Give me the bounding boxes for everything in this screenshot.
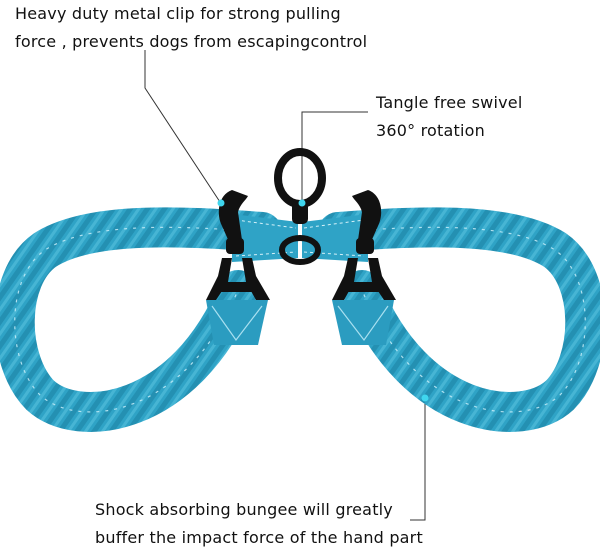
bungee-annotation-line-2: buffer the impact force of the hand part: [95, 528, 423, 547]
annotation-markers: [217, 199, 429, 402]
lower-webbing-tabs: [206, 300, 394, 345]
right-lower-clip-icon: [332, 258, 396, 300]
bungee-marker: [421, 394, 429, 402]
clip-annotation: Heavy duty metal clip for strong pulling…: [15, 0, 367, 56]
clip-marker: [217, 199, 225, 207]
left-top-clip-icon: [218, 190, 248, 254]
swivel-icon: [274, 148, 326, 265]
clip-annotation-line-2: force , prevents dogs from escapingcontr…: [15, 32, 368, 51]
leader-lines: [144, 50, 426, 521]
clip-annotation-line-1: Heavy duty metal clip for strong pulling: [15, 4, 341, 23]
swivel-annotation-line-1: Tangle free swivel: [376, 93, 523, 112]
clip-leader-line: [144, 50, 221, 203]
right-top-clip-icon: [352, 190, 382, 254]
left-lower-clip-icon: [206, 258, 270, 300]
bungee-leader-line: [410, 398, 426, 521]
bungee-annotation-line-1: Shock absorbing bungee will greatly: [95, 500, 393, 519]
swivel-annotation: Tangle free swivel 360° rotation: [376, 89, 522, 145]
left-bungee-loop: [0, 207, 282, 432]
swivel-marker: [298, 199, 306, 207]
swivel-leader-line: [301, 111, 368, 202]
swivel-annotation-line-2: 360° rotation: [376, 121, 485, 140]
right-bungee-loop: [318, 207, 600, 432]
bungee-annotation: Shock absorbing bungee will greatly buff…: [95, 496, 423, 552]
